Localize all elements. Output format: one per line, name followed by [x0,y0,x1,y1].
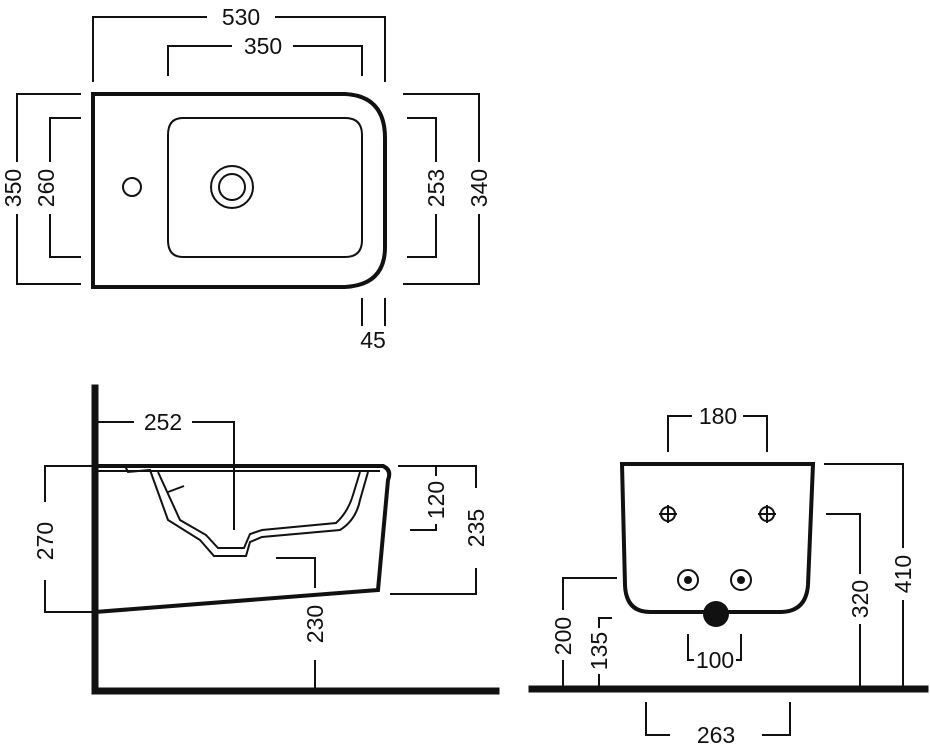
basin-section [124,465,369,557]
bowl-side-outline [94,464,392,614]
dim-label-350w: 350 [244,33,282,59]
dim-line-410 [824,463,904,548]
dim-line-340-b [403,214,480,285]
bolt-hole-left [659,505,677,523]
dim-label-230: 230 [302,605,328,643]
dim-label-120: 120 [423,481,449,519]
dim-label-530: 530 [222,4,260,30]
dim-label-45: 45 [360,327,386,353]
dim-line-260 [49,117,81,162]
dim-line-270 [44,465,95,502]
dim-line-340 [403,93,480,162]
dim-label-180: 180 [699,403,737,429]
dim-line-350d-b [16,214,81,285]
dim-label-263: 263 [697,722,735,748]
dim-line-120-b [410,524,437,531]
tap-hole [122,177,142,197]
dim-line-350w-r [293,45,363,76]
dim-line-252-r [192,421,235,530]
bolt-hole-right [758,505,776,523]
drain-inner [218,173,246,201]
drain-outlet [703,601,729,627]
dim-line-263-r [762,702,791,736]
dim-label-350d: 350 [0,169,26,207]
dim-line-253-b [407,214,437,258]
dim-label-260: 260 [33,169,59,207]
dim-line-350d [16,93,81,162]
dim-label-270: 270 [32,522,58,560]
dim-line-320 [826,513,861,574]
dim-line-350w [167,45,232,76]
dim-line-270-b [44,580,95,613]
dim-label-410: 410 [890,555,916,593]
dim-line-180 [667,415,692,452]
side-view: 252 120 235 270 230 [32,384,500,695]
dim-label-200: 200 [550,617,576,655]
dim-line-120 [398,465,437,476]
dim-line-253 [407,117,437,162]
connection-left-inner [684,576,692,584]
connection-right-inner [737,576,745,584]
wall-and-floor [91,384,500,695]
dim-line-200 [562,577,617,610]
basin-outline-top [167,117,363,258]
dim-line-530 [92,16,207,82]
bowl-outline-top [91,92,387,289]
pipe-marker [167,485,185,493]
back-body-outline [619,462,816,614]
connection-right-outer [730,569,752,591]
dim-label-320: 320 [847,580,873,618]
dim-line-260-b [49,214,81,258]
dim-label-253: 253 [423,169,449,207]
dim-label-235: 235 [463,509,489,547]
dim-line-263 [645,702,670,736]
dim-label-100: 100 [696,647,734,673]
dim-line-135 [598,617,612,628]
dim-line-530-r [275,16,386,82]
dim-label-252: 252 [144,409,182,435]
dim-label-135: 135 [586,632,612,670]
dim-line-235 [398,465,477,488]
dim-line-100-r [736,634,742,661]
dim-label-340: 340 [466,169,492,207]
dim-line-235-b [390,568,477,595]
drain-outer [210,165,254,209]
connection-left-outer [677,569,699,591]
top-view: 530 350 350 260 253 340 45 [0,4,492,353]
back-view: 180 100 263 200 135 320 410 [528,403,929,748]
dim-line-230 [276,557,316,588]
basin-section-inner [157,471,361,549]
dim-line-180-r [743,415,768,452]
dim-line-100 [687,634,694,661]
